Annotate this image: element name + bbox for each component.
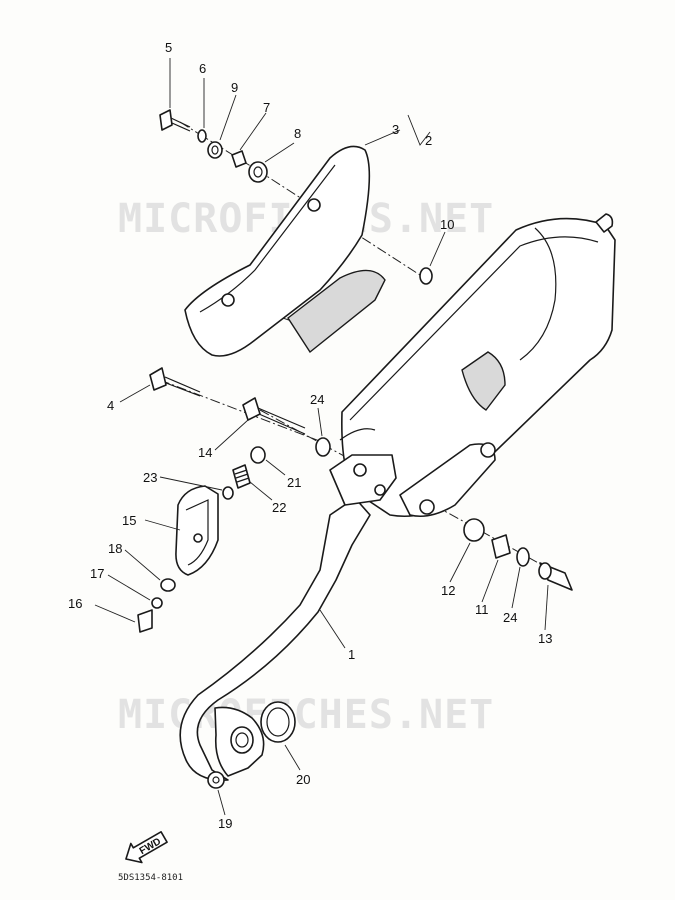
collar-11: [491, 534, 511, 559]
fwd-label: FWD: [138, 836, 163, 857]
callout-22: 22: [272, 500, 286, 515]
callout-1: 1: [348, 647, 355, 662]
heat-protector: [184, 145, 386, 357]
forward-arrow-icon: FWD: [125, 831, 168, 864]
heat-protector-panel: [287, 269, 386, 354]
callout-8: 8: [294, 126, 301, 141]
callout-16: 16: [68, 596, 82, 611]
callout-18: 18: [108, 541, 122, 556]
callout-7: 7: [263, 100, 270, 115]
damper-12: [463, 518, 485, 542]
callout-2: 2: [425, 133, 432, 148]
callout-14: 14: [198, 445, 212, 460]
callout-5: 5: [165, 40, 172, 55]
washer-24-upper: [315, 437, 331, 457]
tailpipe-tip: [595, 213, 614, 233]
callout-4: 4: [107, 398, 114, 413]
collar-23: [222, 486, 234, 500]
callout-20: 20: [296, 772, 310, 787]
callout-19: 19: [218, 816, 232, 831]
bolt-4: [149, 367, 167, 391]
callout-24-upper: 24: [310, 392, 324, 407]
exhaust-pipe: [179, 454, 397, 781]
washer-18: [160, 578, 176, 592]
callout-15: 15: [122, 513, 136, 528]
callout-23: 23: [143, 470, 157, 485]
washer-6: [197, 129, 207, 143]
collar-7: [231, 150, 247, 168]
grommet-8: [248, 161, 268, 183]
nut-19: [207, 771, 225, 789]
callout-9: 9: [231, 80, 238, 95]
callout-17: 17: [90, 566, 104, 581]
callout-10: 10: [440, 217, 454, 232]
callout-11: 11: [475, 602, 489, 617]
upper-bolt-axis: [179, 121, 421, 276]
callout-24-lower: 24: [503, 610, 517, 625]
callout-labels: 5 6 9 7 8 3 2 10 4 24 14 21 22 23 15 18 …: [68, 40, 552, 831]
callout-6: 6: [199, 61, 206, 76]
heat-shield-tab: [461, 351, 506, 411]
muffler-body: [339, 213, 616, 518]
callout-12: 12: [441, 583, 455, 598]
gasket-20: [260, 701, 296, 743]
rear-mount-bracket: [399, 443, 496, 518]
bolt-5: [159, 109, 173, 131]
bolt-14: [242, 397, 261, 421]
callout-21: 21: [287, 475, 301, 490]
washer-24-lower: [516, 547, 530, 567]
nut-21: [250, 446, 266, 464]
diagram-code: 5DS1354-8101: [118, 873, 183, 883]
callout-13: 13: [538, 631, 552, 646]
callout-3: 3: [392, 122, 399, 137]
leader-lines: [94, 58, 549, 816]
screw-16: [137, 609, 153, 633]
washer-10: [419, 267, 433, 285]
washer-17: [151, 597, 163, 609]
watermark-bottom: MICROFICHES.NET: [118, 692, 494, 738]
hardware: [137, 109, 573, 789]
washer-9: [207, 141, 223, 159]
pipe-cover: [175, 485, 219, 576]
